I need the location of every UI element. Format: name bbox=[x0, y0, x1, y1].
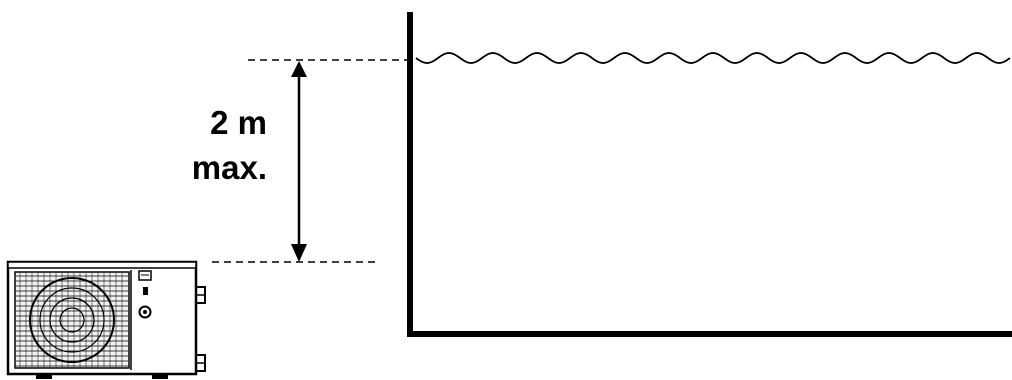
fan-guard-rings bbox=[39, 287, 105, 353]
indicator-light-icon bbox=[143, 287, 148, 295]
fan-guard-ring bbox=[49, 297, 95, 343]
fan-guard-icon bbox=[29, 277, 115, 363]
max-height-value-label: 2 m bbox=[210, 104, 267, 141]
unit-foot-right bbox=[152, 374, 168, 379]
water-surface-wave bbox=[415, 52, 1011, 64]
fan-guard-ring bbox=[39, 287, 105, 353]
unit-foot-left bbox=[36, 374, 52, 379]
double-headed-arrow bbox=[291, 61, 307, 262]
arrow-head-down-icon bbox=[291, 244, 307, 262]
unit-top-lip bbox=[7, 261, 197, 269]
max-height-qualifier-label: max. bbox=[191, 149, 267, 186]
heat-pump-unit-icon bbox=[6, 260, 206, 379]
pool-outline bbox=[407, 12, 1012, 337]
fan-guard-ring bbox=[59, 307, 85, 333]
arrow-head-up-icon bbox=[291, 61, 307, 77]
